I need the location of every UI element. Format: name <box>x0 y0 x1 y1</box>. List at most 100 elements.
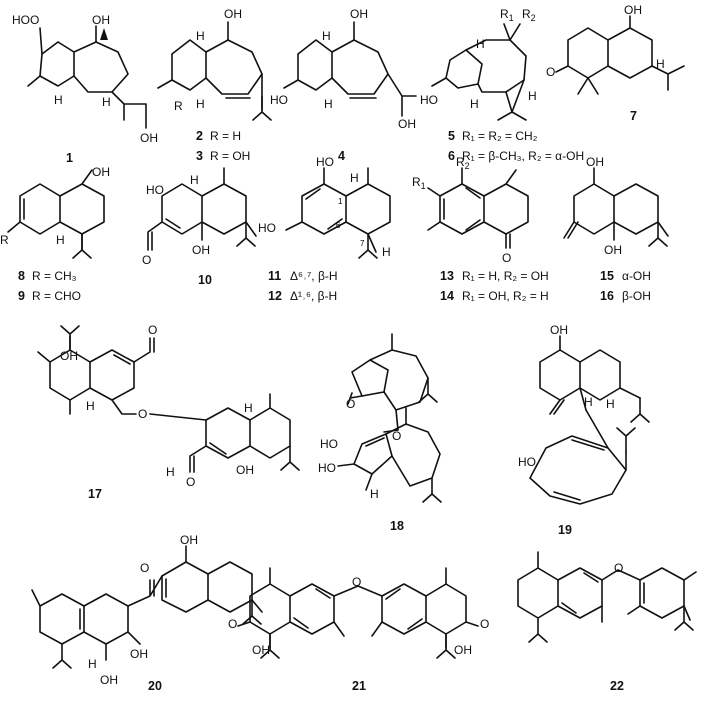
locant-label: 7 <box>360 239 365 248</box>
atom-label: OH <box>350 7 368 21</box>
compound-number: 12 <box>268 289 282 303</box>
compound-number: 9 <box>18 289 25 303</box>
structure-compound-20 <box>31 545 263 669</box>
compound-number: 7 <box>630 109 637 123</box>
atom-label: O <box>480 617 489 631</box>
atom-label: H <box>86 399 95 413</box>
atom-label: HO <box>420 93 438 107</box>
atom-label: H <box>88 657 97 671</box>
structure-compound-19 <box>529 335 650 505</box>
structure-compound-22 <box>517 551 697 643</box>
atom-label: H <box>102 95 111 109</box>
compound-number: 21 <box>352 679 366 693</box>
atom-label: H <box>584 395 593 409</box>
structure-compound-1 <box>27 25 147 129</box>
structure-compound-7 <box>555 15 685 95</box>
structure-compound-8-9 <box>7 169 105 259</box>
atom-label: OH <box>130 647 148 661</box>
atom-label: OH <box>92 165 110 179</box>
compound-number: 2 <box>196 129 203 143</box>
atom-label: H <box>350 171 359 185</box>
atom-label: O <box>148 323 157 337</box>
atom-label: H <box>166 465 175 479</box>
atom-label: O <box>502 251 511 265</box>
atom-label: H <box>382 245 391 259</box>
atom-label: OH <box>586 155 604 169</box>
atom-label: H <box>476 37 485 51</box>
structure-compound-15-16 <box>563 167 669 247</box>
atom-label: OH <box>236 463 254 477</box>
atom-label: HO <box>518 455 536 469</box>
atom-label: O <box>392 429 401 443</box>
compound-number: 16 <box>600 289 614 303</box>
atom-label: OH <box>140 131 158 145</box>
atom-label: H <box>370 487 379 501</box>
structure-compound-11-12 <box>285 167 391 259</box>
structure-compound-13-14 <box>427 167 529 249</box>
atom-label: OH <box>252 643 270 657</box>
compound-number: 20 <box>148 679 162 693</box>
atom-label: H <box>324 97 333 111</box>
substituent-caption: R = CHO <box>32 289 81 303</box>
structure-compound-10 <box>147 167 257 251</box>
substituent-caption: β-OH <box>622 289 651 303</box>
atom-label: H <box>190 173 199 187</box>
atom-label: HO <box>270 93 288 107</box>
atom-label: OH <box>224 7 242 21</box>
atom-label: H <box>196 29 205 43</box>
compound-number: 8 <box>18 269 25 283</box>
atom-label: OH <box>100 673 118 687</box>
atom-label: R1 <box>500 7 514 23</box>
atom-label: OH <box>550 323 568 337</box>
compound-number: 1 <box>66 151 73 165</box>
atom-label: OH <box>624 3 642 17</box>
atom-label: O <box>614 561 623 575</box>
atom-label: R <box>0 233 9 247</box>
structure-compound-21 <box>237 567 479 659</box>
substituent-caption: R = CH₃ <box>32 269 77 283</box>
atom-label: H <box>470 97 479 111</box>
atom-label: R <box>174 99 183 113</box>
substituent-caption: Δ⁶˒⁷, β-H <box>290 269 338 283</box>
atom-label: OH <box>604 243 622 257</box>
atom-label: O <box>228 617 237 631</box>
atom-label: O <box>346 397 355 411</box>
atom-label: O <box>138 407 147 421</box>
atom-label: O <box>140 561 149 575</box>
atom-label: HO <box>258 221 276 235</box>
compound-number: 14 <box>440 289 454 303</box>
compound-number: 18 <box>390 519 404 533</box>
atom-label: OH <box>398 117 416 131</box>
compound-number: 6 <box>448 149 455 163</box>
atom-label: OH <box>60 349 78 363</box>
atom-label: H <box>56 233 65 247</box>
compound-number: 15 <box>600 269 614 283</box>
atom-label: HO <box>318 461 336 475</box>
atom-label: R2 <box>456 155 470 171</box>
atom-label: H <box>54 93 63 107</box>
substituent-caption: R₁ = OH, R₂ = H <box>462 289 549 303</box>
structure-compound-17 <box>37 325 300 473</box>
atom-label: OH <box>92 13 110 27</box>
structure-compound-2-3 <box>157 21 272 121</box>
atom-label: OH <box>454 643 472 657</box>
atom-label: O <box>142 253 151 267</box>
compound-number: 13 <box>440 269 454 283</box>
atom-label: H <box>656 57 665 71</box>
atom-label: HO <box>320 437 338 451</box>
atom-label: O <box>186 475 195 489</box>
atom-label: OH <box>192 243 210 257</box>
structure-compound-18 <box>337 333 442 503</box>
atom-label: H <box>244 401 253 415</box>
compound-number: 11 <box>268 269 281 283</box>
locant-label: 1 <box>338 197 343 206</box>
structure-compound-4 <box>283 21 417 117</box>
compound-number: 17 <box>88 487 102 501</box>
substituent-caption: R₁ = H, R₂ = OH <box>462 269 549 283</box>
atom-label: R2 <box>522 7 536 23</box>
atom-label: OH <box>180 533 198 547</box>
atom-label: H <box>606 397 615 411</box>
atom-label: H <box>528 89 537 103</box>
